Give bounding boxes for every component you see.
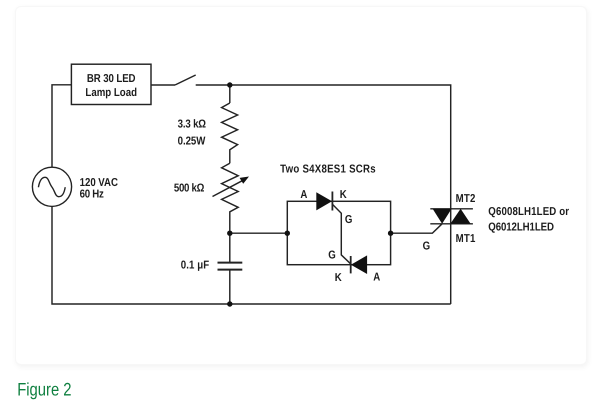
svg-text:Two S4X8ES1 SCRs: Two S4X8ES1 SCRs	[280, 163, 376, 175]
svg-text:A: A	[373, 272, 380, 284]
svg-text:A: A	[300, 189, 307, 201]
svg-text:K: K	[340, 189, 348, 201]
svg-text:Q6008LH1LED or: Q6008LH1LED or	[488, 206, 569, 218]
svg-text:G: G	[423, 240, 431, 252]
svg-text:500 kΩ: 500 kΩ	[174, 183, 204, 195]
svg-text:Figure 2: Figure 2	[17, 380, 71, 400]
svg-text:60 Hz: 60 Hz	[80, 188, 104, 200]
svg-text:MT2: MT2	[456, 193, 476, 205]
svg-text:120 VAC: 120 VAC	[80, 177, 118, 189]
svg-text:Lamp Load: Lamp Load	[85, 87, 137, 99]
svg-text:BR 30 LED: BR 30 LED	[87, 73, 136, 85]
svg-text:0.1 μF: 0.1 μF	[181, 260, 209, 272]
svg-text:Q6012LH1LED: Q6012LH1LED	[488, 221, 554, 233]
svg-text:G: G	[345, 214, 353, 226]
svg-text:3.3 kΩ: 3.3 kΩ	[178, 119, 206, 131]
svg-text:G: G	[328, 250, 336, 262]
svg-text:0.25W: 0.25W	[178, 136, 206, 148]
svg-text:K: K	[335, 272, 343, 284]
svg-text:MT1: MT1	[456, 233, 476, 245]
